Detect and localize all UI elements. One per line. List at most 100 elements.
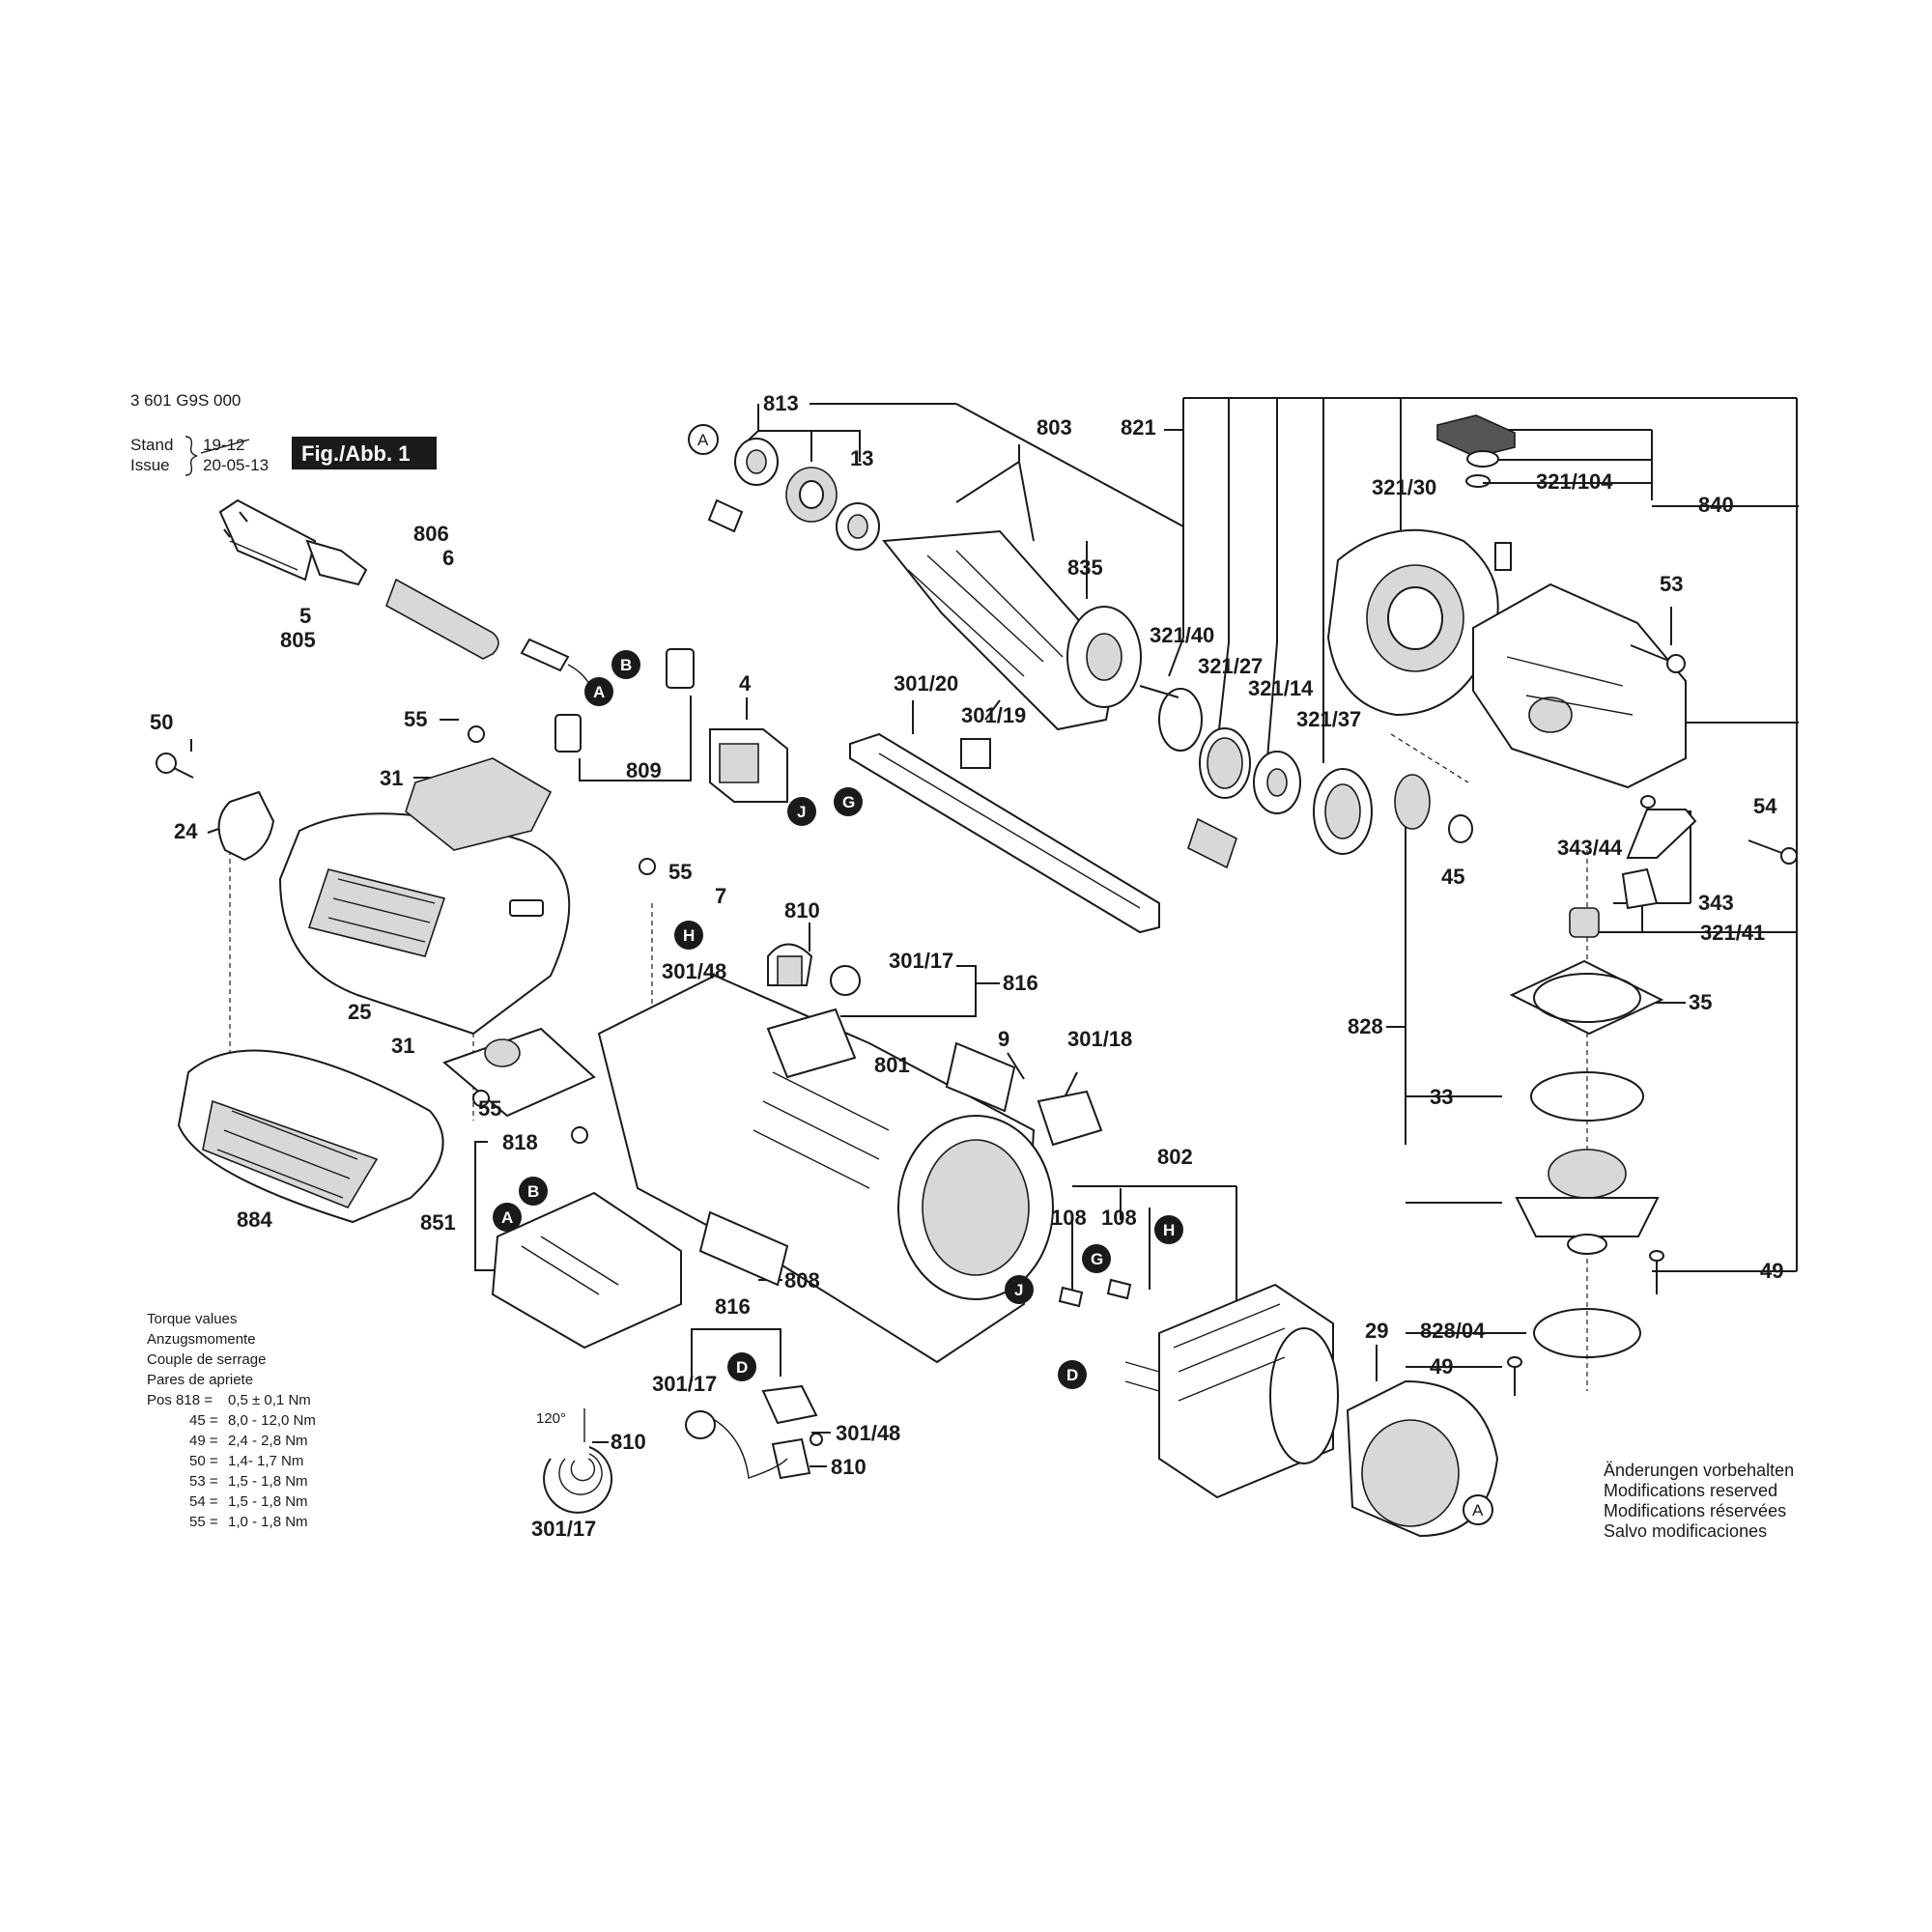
note-es: Salvo modificaciones	[1604, 1521, 1767, 1541]
torque-title-de: Anzugsmomente	[147, 1331, 256, 1348]
label-53: 53	[1660, 572, 1683, 596]
label-828-04: 828/04	[1420, 1319, 1486, 1343]
modification-notes: Änderungen vorbehalten Modifications res…	[1604, 1461, 1794, 1541]
note-en: Modifications reserved	[1604, 1481, 1777, 1500]
torque-value: 0,5 ± 0,1 Nm	[228, 1392, 311, 1408]
label-35: 35	[1689, 990, 1712, 1014]
figure-label: Fig./Abb. 1	[301, 441, 410, 466]
pinion-gear	[1394, 774, 1473, 843]
label-810-upper: 810	[784, 898, 820, 923]
torque-value: 8,0 - 12,0 Nm	[228, 1412, 316, 1429]
label-801: 801	[874, 1053, 910, 1077]
label-810-lower: 810	[831, 1455, 867, 1479]
motor-housing-801	[597, 974, 1054, 1364]
callout-a-plug: A	[584, 677, 613, 706]
label-6: 6	[442, 546, 454, 570]
cover-plate-31-lower	[442, 1027, 596, 1118]
callout-b-plug: B	[611, 650, 640, 679]
handle-grip-884	[177, 1049, 444, 1224]
callout-a-bottom: A	[1463, 1494, 1493, 1525]
label-821: 821	[1121, 415, 1156, 440]
svg-text:A: A	[501, 1208, 513, 1227]
svg-text:B: B	[527, 1182, 539, 1201]
brace-icon	[185, 436, 198, 476]
torque-pos: 50 =	[189, 1453, 218, 1469]
connectors-809	[554, 648, 695, 753]
svg-text:A: A	[1472, 1501, 1484, 1520]
label-813: 813	[763, 391, 799, 415]
handle-parts	[156, 753, 571, 1036]
label-55-top: 55	[404, 707, 427, 731]
part-number-labels: 813 803 821 13 835 806 6 5 805 321/30 32…	[150, 391, 1783, 1541]
torque-pos: 45 =	[189, 1412, 218, 1429]
label-108-b: 108	[1101, 1206, 1137, 1230]
torque-pos: 54 =	[189, 1493, 218, 1510]
callout-markers: A A B A J G H B	[493, 424, 1493, 1525]
callout-d-lower: D	[727, 1352, 756, 1381]
label-321-40: 321/40	[1150, 623, 1214, 647]
label-55-low: 55	[478, 1096, 501, 1121]
angle-label: 120°	[536, 1410, 566, 1427]
switch-4	[709, 728, 788, 803]
svg-text:J: J	[1014, 1281, 1023, 1299]
label-55-mid: 55	[668, 860, 692, 884]
bearing-rings	[1158, 688, 1373, 869]
plugs-108	[1058, 1278, 1132, 1308]
note-de: Änderungen vorbehalten	[1604, 1461, 1794, 1480]
label-45: 45	[1441, 865, 1464, 889]
torque-table: Torque values Anzugsmomente Couple de se…	[147, 1311, 316, 1530]
torque-title-en: Torque values	[147, 1311, 237, 1327]
cover-plate-31-upper	[405, 725, 553, 851]
label-301-17-upper: 301/17	[889, 949, 953, 973]
label-7: 7	[715, 884, 726, 908]
label-840: 840	[1698, 493, 1734, 517]
callout-j-switch: J	[787, 797, 816, 826]
label-835: 835	[1067, 555, 1103, 580]
torque-value: 1,0 - 1,8 Nm	[228, 1514, 308, 1530]
label-301-48-upper: 301/48	[662, 959, 726, 983]
switch-rod	[849, 732, 1160, 934]
label-321-104: 321/104	[1536, 469, 1613, 494]
svg-text:D: D	[1066, 1366, 1078, 1384]
label-4: 4	[739, 671, 752, 696]
label-828: 828	[1348, 1014, 1383, 1038]
stand-label: Stand	[130, 436, 173, 454]
label-31-lower: 31	[391, 1034, 414, 1058]
label-803: 803	[1037, 415, 1072, 440]
label-13: 13	[850, 446, 873, 470]
header-block: 3 601 G9S 000 Stand Issue 19-12 20-05-13…	[130, 391, 437, 476]
label-108-a: 108	[1051, 1206, 1087, 1230]
label-9: 9	[998, 1027, 1009, 1051]
label-29: 29	[1365, 1319, 1388, 1343]
label-31-upper: 31	[380, 766, 403, 790]
note-fr: Modifications réservées	[1604, 1501, 1786, 1520]
gear-housing	[1472, 582, 1687, 789]
label-806: 806	[413, 522, 449, 546]
spindle-lock	[1436, 414, 1516, 571]
svg-text:J: J	[797, 803, 806, 821]
brush-holder-lower	[685, 1384, 823, 1480]
issue-value: 20-05-13	[203, 456, 269, 474]
label-301-17-mid: 301/17	[652, 1372, 717, 1396]
armature-assembly	[707, 438, 1179, 731]
svg-text:D: D	[736, 1358, 748, 1377]
torque-pos: 53 =	[189, 1473, 218, 1490]
label-343-44: 343/44	[1557, 836, 1623, 860]
callout-d-stator: D	[1058, 1360, 1087, 1389]
doc-number: 3 601 G9S 000	[130, 391, 241, 410]
adapter-301-18	[1037, 1090, 1103, 1147]
end-cover-29	[1346, 1379, 1499, 1538]
sleeve-321-41	[1569, 907, 1600, 938]
label-321-41: 321/41	[1700, 921, 1765, 945]
screws-49	[1507, 1250, 1664, 1396]
label-5: 5	[299, 604, 311, 628]
torque-value: 2,4 - 2,8 Nm	[228, 1433, 308, 1449]
torque-title-fr: Couple de serrage	[147, 1351, 266, 1368]
callout-g-switch: G	[834, 787, 863, 816]
figure-badge	[292, 437, 437, 469]
label-33: 33	[1430, 1085, 1453, 1109]
svg-text:A: A	[697, 431, 709, 449]
label-802: 802	[1157, 1145, 1193, 1169]
svg-text:H: H	[683, 926, 695, 945]
o-ring-828-04	[1533, 1308, 1641, 1358]
